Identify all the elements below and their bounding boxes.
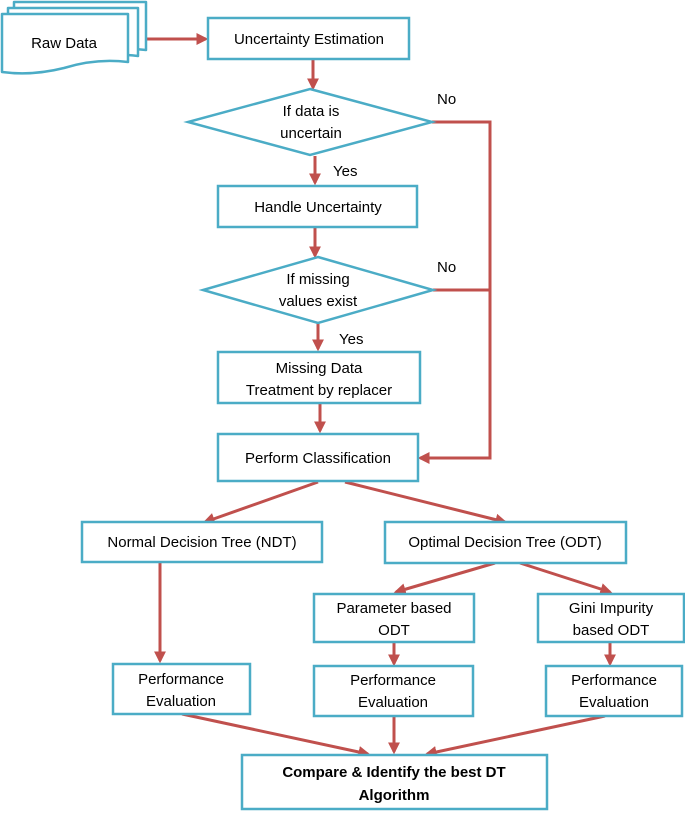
gini-odt-line2: based ODT [573, 622, 650, 639]
arrow-classification-to-odt [344, 480, 508, 526]
uncertainty-estimation-node: Uncertainty Estimation [206, 16, 411, 61]
arrow-odt-to-gini [519, 561, 613, 595]
perf-eval-gini-line2: Evaluation [579, 694, 649, 711]
label-uncertain-yes: Yes [333, 163, 357, 180]
raw-data-node: Raw Data [0, 0, 148, 75]
decision-missing-diamond [198, 255, 438, 325]
odt-box [383, 520, 628, 565]
perf-eval-param-box [312, 664, 475, 718]
arrow-ndt-eval-to-compare [181, 712, 371, 758]
arrow-classification-to-ndt [202, 480, 319, 525]
decision-missing-line2: values exist [279, 293, 358, 310]
ndt-box [80, 520, 324, 564]
missing-treatment-node: Missing Data Treatment by replacer [216, 350, 422, 405]
connectors [147, 33, 616, 758]
ndt-label: Normal Decision Tree (NDT) [107, 534, 296, 551]
handle-uncertainty-node: Handle Uncertainty [216, 184, 419, 229]
raw-data-doc-front [0, 12, 130, 75]
uncertainty-estimation-box [206, 16, 411, 61]
perf-eval-param-node: Performance Evaluation [312, 664, 475, 718]
param-odt-line1: Parameter based [336, 600, 451, 617]
param-odt-line2: ODT [378, 622, 410, 639]
label-missing-no: No [437, 259, 456, 276]
perf-eval-param-line1: Performance [350, 672, 436, 689]
decision-missing-line1: If missing [286, 271, 349, 288]
perf-eval-param-line2: Evaluation [358, 694, 428, 711]
compare-box [240, 753, 549, 811]
decision-uncertain-diamond [183, 87, 437, 157]
label-uncertain-no: No [437, 91, 456, 108]
compare-node: Compare & Identify the best DT Algorithm [240, 753, 549, 811]
missing-treatment-line2: Treatment by replacer [246, 382, 392, 399]
perf-eval-ndt-node: Performance Evaluation [111, 662, 252, 716]
arrow-odt-to-param [393, 561, 496, 596]
arrow-gini-eval-to-compare [424, 714, 606, 758]
missing-treatment-line1: Missing Data [276, 360, 363, 377]
perform-classification-box [216, 432, 420, 483]
handle-uncertainty-box [216, 184, 419, 229]
decision-missing-node: If missing values exist [198, 255, 438, 325]
ndt-node: Normal Decision Tree (NDT) [80, 520, 324, 564]
gini-odt-node: Gini Impurity based ODT [536, 592, 685, 644]
gini-odt-line1: Gini Impurity [569, 600, 654, 617]
perf-eval-ndt-line1: Performance [138, 671, 224, 688]
perf-eval-ndt-box [111, 662, 252, 716]
uncertainty-estimation-label: Uncertainty Estimation [234, 31, 384, 48]
handle-uncertainty-label: Handle Uncertainty [254, 199, 382, 216]
odt-label: Optimal Decision Tree (ODT) [408, 534, 601, 551]
perf-eval-gini-node: Performance Evaluation [544, 664, 684, 718]
perf-eval-gini-box [544, 664, 684, 718]
perf-eval-ndt-line2: Evaluation [146, 693, 216, 710]
gini-odt-box [536, 592, 685, 644]
param-odt-node: Parameter based ODT [312, 592, 476, 644]
missing-treatment-box [216, 350, 422, 405]
perform-classification-node: Perform Classification [216, 432, 420, 483]
param-odt-box [312, 592, 476, 644]
raw-data-label: Raw Data [31, 35, 98, 52]
decision-uncertain-node: If data is uncertain [183, 87, 437, 157]
decision-uncertain-line2: uncertain [280, 125, 342, 142]
perf-eval-gini-line1: Performance [571, 672, 657, 689]
label-missing-yes: Yes [339, 331, 363, 348]
odt-node: Optimal Decision Tree (ODT) [383, 520, 628, 565]
decision-uncertain-line1: If data is [283, 103, 340, 120]
compare-line2: Algorithm [359, 787, 430, 804]
compare-line1: Compare & Identify the best DT [282, 764, 505, 781]
perform-classification-label: Perform Classification [245, 450, 391, 467]
